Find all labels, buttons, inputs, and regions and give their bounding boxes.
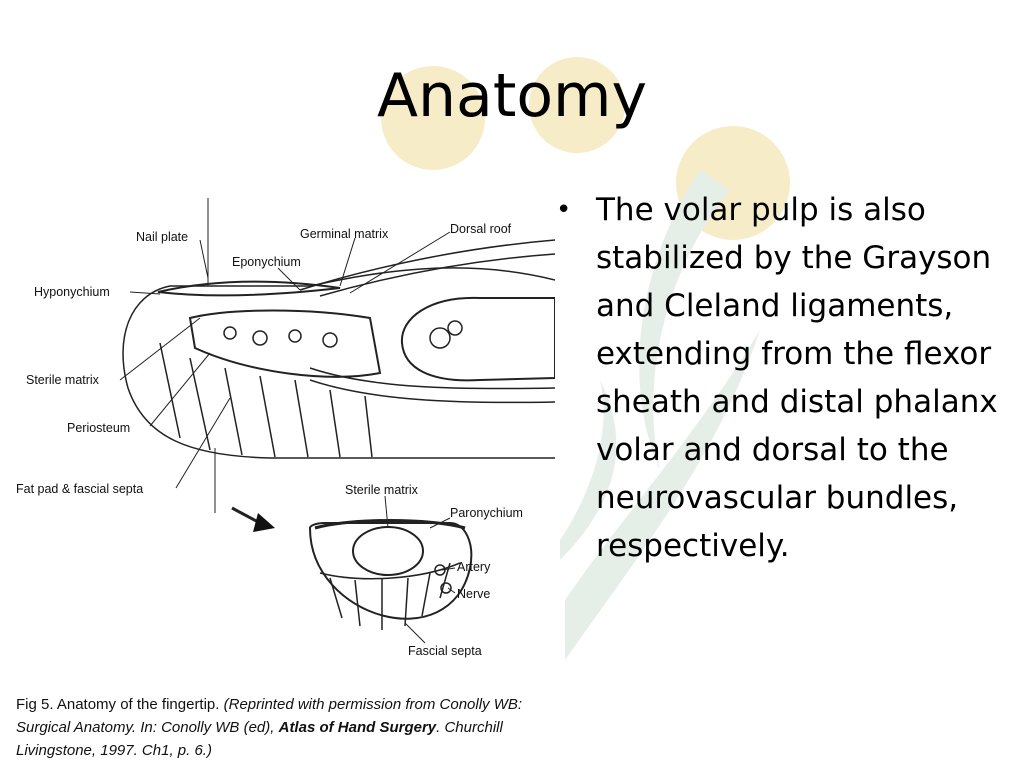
middle-phalanx	[400, 296, 555, 382]
leader-dorsal-roof	[349, 231, 451, 294]
leader-periosteum	[149, 352, 211, 427]
septa-line	[159, 342, 181, 439]
label-fat-pad: Fat pad & fascial septa	[16, 482, 143, 496]
label-artery: Artery	[457, 560, 491, 574]
label-nail-plate: Nail plate	[136, 230, 188, 244]
bone-texture	[252, 330, 268, 346]
arrow-head	[253, 513, 275, 532]
cross-section-bone	[352, 526, 424, 576]
leader-germinal	[339, 237, 356, 287]
label-fascial-septa: Fascial septa	[408, 644, 482, 658]
nerve-shape	[440, 582, 452, 594]
label-paronychium: Paronychium	[450, 506, 523, 520]
caption-fig-title: Anatomy of the fingertip.	[53, 696, 220, 713]
bullet-icon: •	[556, 195, 572, 225]
bone-texture	[322, 332, 338, 348]
label-sterile-matrix-2: Sterile matrix	[345, 483, 419, 497]
leader-sterile-2	[384, 495, 389, 529]
deco-leaf-2	[565, 330, 760, 660]
flexor-tendon-2	[309, 379, 555, 404]
deco-leaf-1	[639, 170, 730, 470]
figure-caption: Fig 5. Anatomy of the fingertip. (Reprin…	[16, 693, 561, 762]
slide-title: Anatomy	[376, 61, 648, 131]
deco-circle-1	[381, 66, 485, 170]
flexor-tendon	[309, 367, 555, 390]
septa-line	[259, 375, 276, 458]
fingertip-anatomy-figure: Nail plate Germinal matrix Dorsal roof E…	[16, 198, 555, 658]
cross-section-septa	[329, 562, 451, 630]
label-eponychium: Eponychium	[232, 255, 301, 269]
caption-fig-label: Fig 5.	[16, 696, 54, 713]
leader-fat-pad	[175, 397, 231, 489]
deco-circle-2	[529, 57, 625, 153]
leader-fascial	[404, 622, 426, 644]
leader-artery	[441, 567, 456, 571]
bullet-text: The volar pulp is also stabilized by the…	[596, 192, 998, 564]
nail-plate-shape	[157, 280, 341, 297]
bone-texture	[288, 329, 302, 343]
dorsal-skin-line	[299, 239, 555, 291]
cross-section-outline	[308, 522, 473, 620]
label-dorsal-roof: Dorsal roof	[450, 222, 512, 236]
label-germinal-matrix: Germinal matrix	[300, 227, 389, 241]
bone-texture	[223, 326, 237, 340]
bone-texture	[447, 320, 463, 336]
leader-eponychium	[277, 267, 301, 291]
leader-hyponychium	[129, 291, 161, 295]
septa-line	[224, 367, 243, 456]
caption-publisher: . Churchill Livingstone, 1997. Ch1, p. 6…	[16, 719, 503, 759]
septa-line	[329, 389, 341, 458]
label-periosteum: Periosteum	[67, 421, 130, 435]
cross-section-nail	[314, 519, 466, 530]
dorsal-skin-line-2	[319, 253, 555, 297]
caption-reprint: (Reprinted with permission from Conolly …	[16, 696, 523, 736]
leader-nerve	[447, 587, 456, 594]
leader-paronychium	[429, 517, 451, 529]
label-hyponychium: Hyponychium	[34, 285, 110, 299]
label-nerve: Nerve	[457, 587, 490, 601]
label-sterile-matrix: Sterile matrix	[26, 373, 100, 387]
bullet-item: • The volar pulp is also stabilized by t…	[556, 186, 1014, 570]
distal-phalanx	[188, 309, 382, 378]
septa-line	[364, 395, 373, 458]
finger-outline	[122, 267, 555, 459]
leader-sterile	[119, 317, 201, 381]
bullet-list: • The volar pulp is also stabilized by t…	[556, 186, 1014, 570]
caption-atlas: Atlas of Hand Surgery	[278, 719, 437, 736]
deco-leaf-3	[560, 380, 617, 560]
bone-texture	[429, 327, 451, 349]
septa-line	[294, 379, 309, 458]
arrow-shaft	[231, 506, 261, 525]
leader-nail-plate	[199, 239, 209, 279]
